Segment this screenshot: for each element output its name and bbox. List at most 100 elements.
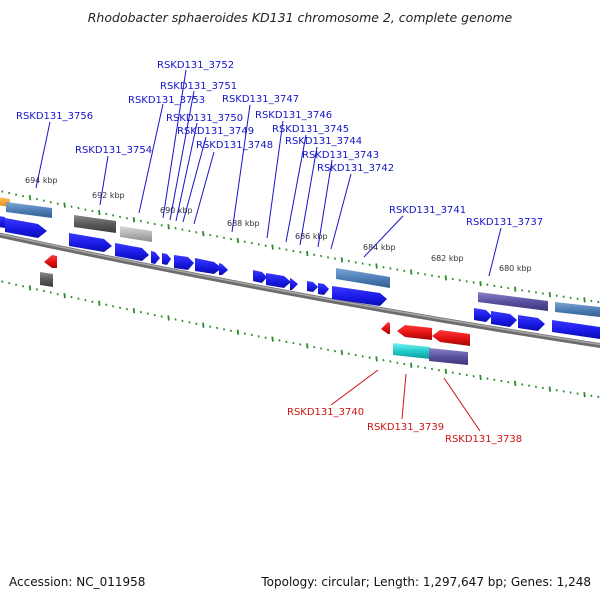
major-tick (340, 349, 344, 356)
minor-tick (125, 217, 129, 220)
major-tick (167, 315, 170, 321)
minor-tick (430, 367, 434, 371)
gene-feature (474, 308, 492, 322)
minor-tick (243, 332, 246, 335)
minor-tick (472, 281, 475, 284)
minor-tick (119, 215, 122, 219)
minor-tick (84, 298, 87, 302)
minor-tick (320, 347, 323, 350)
minor-tick (541, 386, 544, 390)
minor-tick (313, 253, 316, 257)
major-tick (236, 329, 240, 335)
major-tick (271, 244, 274, 250)
minor-tick (347, 259, 350, 263)
minor-tick (250, 333, 253, 337)
minor-tick (465, 373, 468, 377)
minor-tick (195, 322, 198, 325)
minor-tick (70, 295, 73, 299)
minor-tick (590, 299, 593, 303)
major-tick (132, 308, 136, 314)
minor-tick (257, 335, 260, 338)
major-tick (236, 237, 240, 244)
scale-label: 694 kbp (25, 176, 58, 185)
minor-tick (507, 286, 510, 290)
minor-tick (174, 318, 177, 321)
gene-label: RSKD131_3754 (75, 145, 152, 156)
minor-tick (160, 224, 163, 227)
minor-tick (139, 310, 142, 314)
major-tick (63, 293, 66, 299)
minor-tick (403, 362, 406, 366)
minor-tick (1, 190, 4, 193)
minor-tick (1, 280, 4, 283)
forward-genes-inner[interactable] (0, 216, 600, 339)
gene-label: RSKD131_3750 (166, 113, 243, 124)
minor-tick (424, 366, 427, 369)
minor-tick (250, 241, 253, 245)
minor-tick (209, 233, 212, 237)
minor-tick (458, 372, 461, 376)
gene-feature (491, 311, 517, 327)
minor-tick (354, 261, 357, 264)
minor-tick (333, 349, 337, 353)
major-tick (583, 297, 586, 303)
minor-tick (292, 341, 295, 345)
gene-feature (219, 263, 228, 275)
minor-tick (486, 283, 489, 286)
minor-tick (389, 267, 392, 270)
minor-tick (264, 336, 267, 339)
minor-tick (49, 291, 52, 294)
gene-label: RSKD131_3744 (285, 136, 362, 147)
major-tick (548, 386, 552, 392)
minor-tick (430, 274, 434, 277)
minor-tick (333, 257, 337, 260)
minor-tick (146, 312, 149, 315)
gene-feature (307, 281, 318, 292)
minor-tick (42, 289, 45, 293)
minor-tick (555, 388, 558, 392)
gene-label: RSKD131_3745 (272, 124, 349, 135)
minor-tick (313, 345, 316, 349)
minor-tick (569, 391, 572, 394)
minor-tick (21, 194, 25, 198)
leader-lines-reverse (330, 369, 481, 432)
minor-tick (451, 371, 454, 374)
gene-label: RSKD131_3747 (222, 94, 299, 105)
major-tick (306, 250, 309, 257)
forward-genes-outer[interactable] (0, 197, 600, 317)
gene-feature (195, 258, 222, 274)
gene-feature (478, 292, 548, 311)
minor-tick (42, 199, 45, 202)
minor-tick (500, 285, 503, 289)
gene-feature (253, 270, 267, 283)
minor-tick (105, 303, 108, 306)
minor-tick (216, 326, 219, 330)
minor-tick (493, 378, 496, 382)
reverse-genes[interactable] (40, 255, 470, 365)
gene-label: RSKD131_3742 (317, 163, 394, 174)
minor-tick (361, 262, 364, 265)
gene-label: RSKD131_3748 (196, 140, 273, 151)
genome-summary-text: Topology: circular; Length: 1,297,647 bp… (260, 575, 591, 589)
gene-feature (162, 253, 171, 265)
major-tick (513, 286, 517, 292)
minor-tick (153, 313, 156, 317)
minor-tick (8, 191, 11, 195)
minor-tick (153, 222, 156, 226)
minor-tick (56, 202, 59, 205)
gene-feature (429, 348, 468, 365)
scale-label: 688 kbp (227, 219, 260, 228)
minor-tick (181, 228, 184, 231)
major-tick (98, 209, 101, 216)
minor-tick (541, 292, 544, 295)
minor-tick (507, 380, 510, 384)
major-tick (410, 269, 413, 275)
gene-label: RSKD131_3751 (160, 81, 237, 92)
minor-tick (15, 283, 18, 286)
minor-tick (521, 383, 524, 386)
minor-tick (403, 269, 406, 273)
minor-tick (77, 206, 80, 210)
minor-tick (216, 235, 219, 238)
gene-label: RSKD131_3749 (177, 126, 254, 137)
